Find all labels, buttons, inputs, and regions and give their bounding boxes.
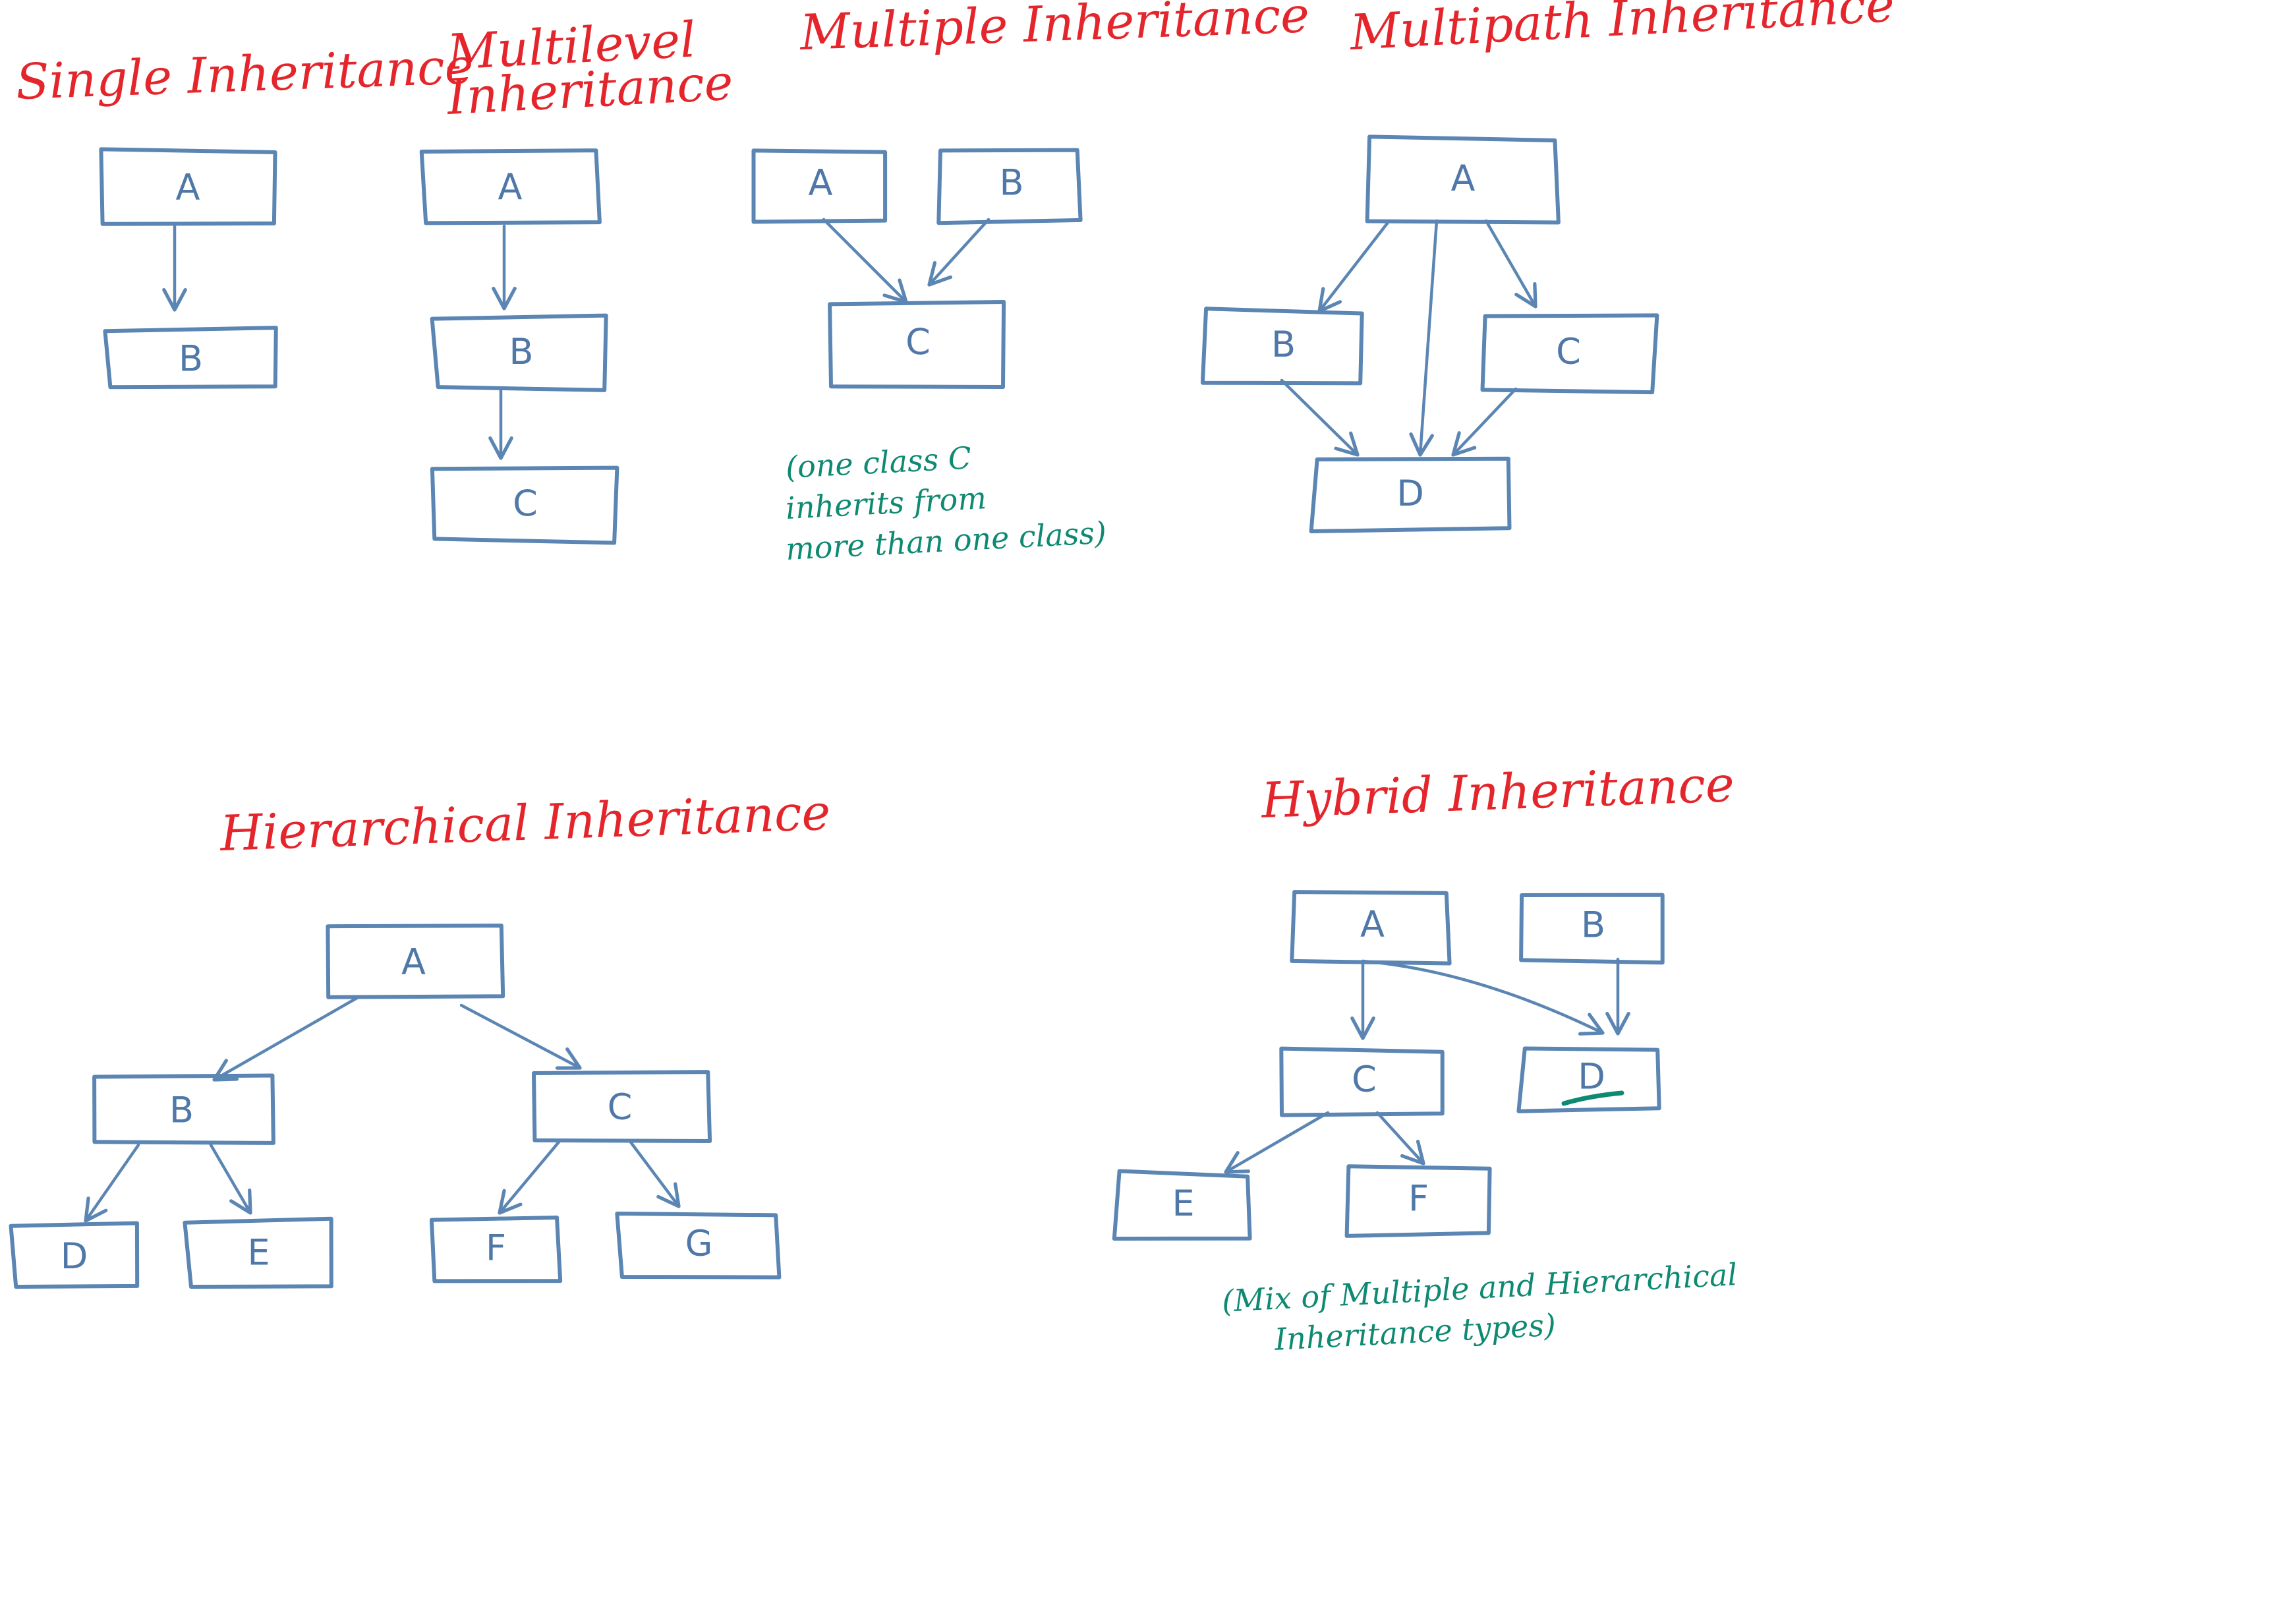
class-box-multiple-B (936, 148, 1083, 225)
diagram-note-hybrid: (Mix of Multiple and Hierarchical (1221, 1256, 1738, 1319)
diagram-title-hierarchical: Hierarchical Inheritance (218, 784, 832, 862)
boxes-layer (9, 134, 1665, 1289)
class-label-multipath-D: D (1396, 473, 1424, 514)
inheritance-arrow-hierarchical-B-D (84, 1143, 140, 1223)
class-label-multiple-C: C (905, 321, 931, 363)
class-label-hierarchical-A: A (401, 941, 426, 983)
class-box-hybrid-C (1279, 1046, 1445, 1117)
inheritance-arrow-hierarchical-A-B (212, 995, 361, 1082)
class-box-hierarchical-E (183, 1216, 333, 1289)
diagram-title-single: Single Inheritance (15, 38, 474, 111)
inheritance-arrow-multipath-C-D (1451, 387, 1518, 457)
class-box-hierarchical-B (92, 1073, 275, 1145)
class-label-hybrid-A: A (1360, 904, 1385, 945)
class-box-multiple-A (751, 148, 888, 224)
class-box-hybrid-F (1344, 1164, 1492, 1238)
diagram-multilevel (419, 148, 619, 545)
diagram-note-hybrid: Inheritance types) (1273, 1307, 1557, 1357)
underline-mark-hybrid-D (1561, 1090, 1624, 1106)
class-box-hybrid-A (1290, 890, 1452, 966)
class-label-multilevel-B: B (509, 331, 533, 372)
class-label-hybrid-C: C (1352, 1059, 1377, 1100)
class-label-multipath-C: C (1556, 331, 1581, 372)
inheritance-arrow-multipath-A-D (1409, 219, 1439, 457)
inheritance-arrow-multipath-A-C (1484, 219, 1537, 309)
class-box-hybrid-D (1516, 1046, 1661, 1113)
class-box-multipath-A (1365, 134, 1561, 225)
class-box-multiple-C (828, 300, 1006, 389)
class-label-multiple-A: A (809, 162, 833, 204)
class-box-multilevel-B (430, 313, 608, 392)
inheritance-arrow-hierarchical-C-F (498, 1138, 562, 1215)
diagram-title-hybrid: Hybrid Inheritance (1259, 756, 1735, 829)
inheritance-arrow-hybrid-A-D (1361, 959, 1605, 1036)
class-label-hybrid-E: E (1172, 1183, 1194, 1224)
inheritance-arrow-multipath-A-B (1317, 219, 1391, 313)
class-box-single-A (99, 147, 277, 226)
class-label-single-A: A (176, 167, 200, 208)
class-box-hierarchical-A (326, 924, 505, 999)
inheritance-arrow-hierarchical-A-C (459, 1003, 582, 1070)
class-box-hierarchical-C (532, 1070, 712, 1143)
class-label-hierarchical-D: D (61, 1235, 88, 1277)
class-box-hybrid-B (1519, 893, 1665, 965)
inheritance-arrow-multiple-B-C (927, 218, 990, 287)
class-label-hybrid-F: F (1408, 1178, 1429, 1220)
inheritance-arrow-multipath-B-D (1280, 378, 1360, 457)
class-box-hierarchical-D (9, 1221, 140, 1289)
diagram-note-multiple: inherits from (785, 480, 987, 526)
class-box-single-B (103, 326, 278, 390)
class-label-hierarchical-F: F (486, 1227, 506, 1269)
diagram-note-multiple: (one class C (785, 440, 972, 485)
class-label-multipath-A: A (1451, 158, 1476, 199)
inheritance-arrow-multiple-A-C (822, 218, 908, 304)
edges-layer (84, 218, 1630, 1223)
class-label-hybrid-B: B (1581, 904, 1605, 946)
class-label-multilevel-C: C (513, 483, 538, 524)
class-box-hybrid-E (1112, 1169, 1252, 1241)
diagram-hierarchical (9, 924, 782, 1289)
class-box-multipath-B (1200, 307, 1364, 386)
diagram-hybrid (1112, 890, 1665, 1241)
diagram-title-multilevel: Multilevel (444, 11, 697, 81)
class-label-hierarchical-B: B (169, 1090, 194, 1131)
class-label-multipath-B: B (1271, 324, 1296, 365)
class-box-hierarchical-G (615, 1212, 782, 1280)
class-label-single-B: B (179, 338, 203, 380)
inheritance-arrow-hierarchical-C-G (627, 1138, 681, 1208)
diagram-multiple (751, 148, 1083, 389)
class-label-hierarchical-C: C (608, 1086, 633, 1128)
diagram-title-multipath: Multipath Inheritance (1347, 0, 1895, 61)
inheritance-arrow-hybrid-C-F (1375, 1111, 1425, 1165)
class-box-multipath-C (1480, 313, 1659, 395)
class-label-multiple-B: B (999, 162, 1023, 204)
diagram-multipath (1200, 134, 1659, 533)
class-label-hybrid-D: D (1578, 1056, 1605, 1098)
inheritance-arrow-hierarchical-B-E (209, 1143, 252, 1215)
class-label-multilevel-A: A (498, 166, 523, 208)
class-label-hierarchical-E: E (247, 1232, 270, 1274)
class-box-multilevel-A (419, 148, 602, 225)
class-box-multipath-D (1309, 456, 1512, 533)
diagram-title-multiple: Multiple Inheritance (798, 0, 1311, 61)
class-box-hierarchical-F (429, 1216, 563, 1283)
inheritance-arrow-hybrid-C-E (1224, 1111, 1330, 1174)
diagram-single (99, 147, 278, 390)
class-box-multilevel-C (430, 465, 619, 545)
class-label-hierarchical-G: G (685, 1223, 713, 1264)
